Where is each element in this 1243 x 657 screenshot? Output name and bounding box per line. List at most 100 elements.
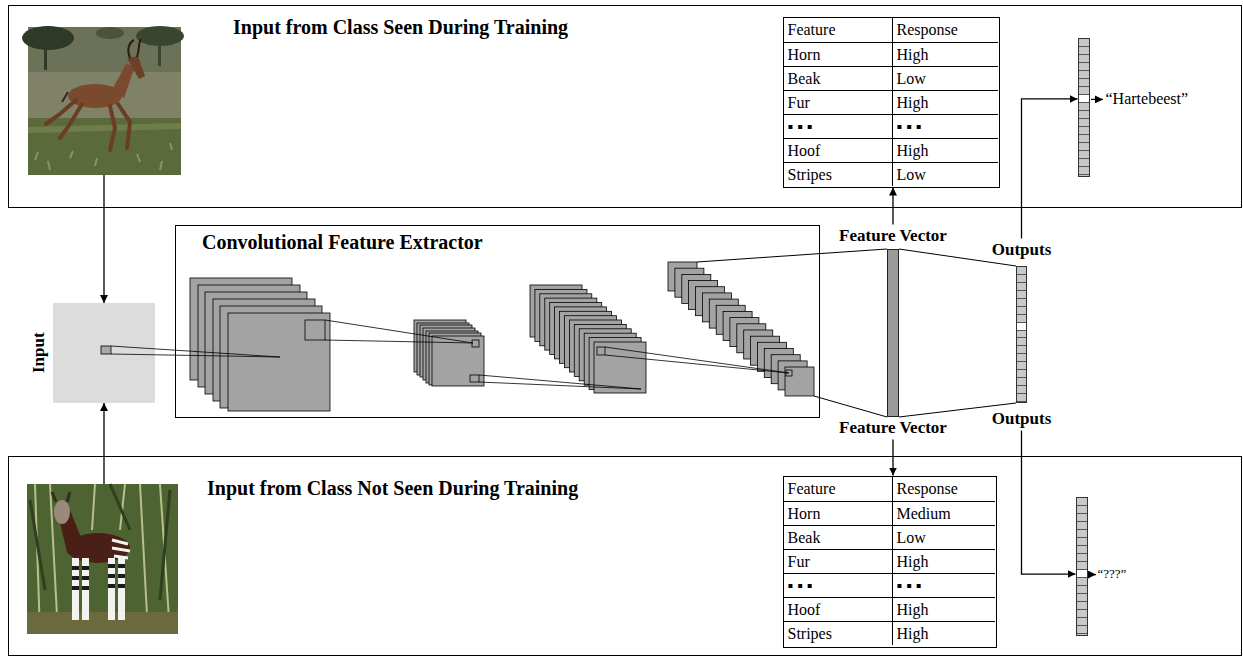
vector-cell <box>1079 47 1089 55</box>
vector-cell <box>1079 127 1089 135</box>
vector-cell <box>1077 570 1087 578</box>
fan-line <box>697 254 1016 417</box>
feature-map-stack <box>432 336 484 386</box>
feature-table: FeatureResponseHornHighBeakLowFurHigh▪ ▪… <box>783 17 1000 188</box>
vector-cell <box>1017 362 1026 370</box>
table-cell: ▪ ▪ ▪ <box>892 573 995 597</box>
hartebeest-photo <box>35 143 172 170</box>
connector <box>103 403 104 456</box>
vector-cell <box>1077 602 1087 610</box>
vector-cell <box>1077 538 1087 546</box>
hartebeest-photo <box>62 92 68 102</box>
vector-cell <box>1077 506 1087 514</box>
receptive-field <box>605 347 789 373</box>
receptive-field <box>101 320 792 389</box>
table-cell: High <box>892 549 995 573</box>
okapi-photo <box>112 540 130 558</box>
table-cell: Stripes <box>784 621 892 645</box>
vector-cell <box>1077 586 1087 594</box>
fan-line <box>814 396 887 417</box>
receptive-field <box>325 340 473 343</box>
vector-cell <box>1017 283 1026 291</box>
vector-cell <box>1077 626 1087 634</box>
panel-title: Input from Class Seen During Training <box>233 16 568 39</box>
vector-cell <box>1017 346 1026 354</box>
vector-cell <box>1079 143 1089 151</box>
vector-cell <box>1079 71 1089 79</box>
table-cell: Low <box>892 66 998 90</box>
vector-cell <box>1079 87 1089 95</box>
class-panel: FeatureResponseHornHighBeakLowFurHigh▪ ▪… <box>8 5 1242 208</box>
vector-cell <box>1079 55 1089 63</box>
vector-cell <box>1017 338 1026 346</box>
hartebeest-photo <box>158 38 161 66</box>
hartebeest-photo <box>127 56 145 79</box>
okapi-photo <box>27 612 178 634</box>
okapi-photo <box>30 484 170 600</box>
table-cell: Beak <box>784 66 892 90</box>
receptive-field <box>470 375 479 382</box>
hartebeest-photo <box>28 118 181 175</box>
feature-map-stack <box>785 367 814 396</box>
vector-cell <box>1079 103 1089 111</box>
okapi-photo <box>72 566 125 588</box>
table-cell: Response <box>892 477 995 501</box>
vector-label: Outputs <box>992 240 1052 260</box>
hartebeest-photo <box>28 126 181 130</box>
vector-cell <box>1077 498 1087 506</box>
hartebeest-photo <box>22 26 184 175</box>
receptive-field <box>305 320 325 340</box>
fan-line <box>697 254 820 262</box>
receptive-field <box>479 375 641 389</box>
vector-cell <box>1017 331 1026 339</box>
input-image: Input <box>53 303 155 403</box>
receptive-field <box>325 320 473 343</box>
input-image-square <box>53 303 155 403</box>
connector <box>1022 99 1078 239</box>
vector-cell <box>1017 370 1026 378</box>
receptive-field <box>597 347 605 355</box>
table-cell: Medium <box>892 501 995 525</box>
receptive-field <box>111 354 280 357</box>
class-label: “???” <box>1098 567 1127 582</box>
vector-cell <box>1017 394 1026 402</box>
vector-cell <box>1077 514 1087 522</box>
feature-table: FeatureResponseHornMediumBeakLowFurHigh▪… <box>783 476 997 648</box>
table-cell: Feature <box>784 477 892 501</box>
label-arrow <box>1091 99 1103 100</box>
vector-cell <box>1079 151 1089 159</box>
input-label: Input <box>28 332 48 373</box>
table-cell: High <box>892 138 998 162</box>
vector-cell <box>1077 522 1087 530</box>
panel-title: Input from Class Not Seen During Trainin… <box>207 477 578 500</box>
vector-cell <box>1079 135 1089 143</box>
vector-cell <box>1017 267 1026 275</box>
okapi-photo <box>27 484 178 634</box>
vector-cell <box>1017 323 1026 331</box>
vector-label: Outputs <box>992 409 1052 429</box>
vector-cell <box>1079 111 1089 119</box>
table-cell: ▪ ▪ ▪ <box>784 114 892 138</box>
table-cell: Feature <box>784 18 892 42</box>
okapi-photo <box>52 492 70 502</box>
label-arrow <box>1089 574 1096 575</box>
feature-vector-bar: Feature VectorFeature Vector <box>887 249 899 417</box>
table-cell: High <box>892 42 998 66</box>
table-cell: High <box>892 621 995 645</box>
vector-cell <box>1077 578 1087 586</box>
vector-cell <box>1017 307 1026 315</box>
output-vector: “???” <box>1076 497 1088 636</box>
class-panel: FeatureResponseHornMediumBeakLowFurHigh▪… <box>8 456 1242 656</box>
class-label: “Hartebeest” <box>1106 90 1189 108</box>
table-cell: Low <box>892 162 998 186</box>
table-cell: Hoof <box>784 138 892 162</box>
receptive-field <box>101 346 111 354</box>
table-cell: ▪ ▪ ▪ <box>892 114 998 138</box>
table-cell: Fur <box>784 549 892 573</box>
vector-cell <box>1079 79 1089 87</box>
receptive-field <box>605 355 789 373</box>
vector-cell <box>1077 618 1087 626</box>
table-cell: ▪ ▪ ▪ <box>784 573 892 597</box>
vector-cell <box>1017 354 1026 362</box>
okapi-photo <box>54 500 70 524</box>
